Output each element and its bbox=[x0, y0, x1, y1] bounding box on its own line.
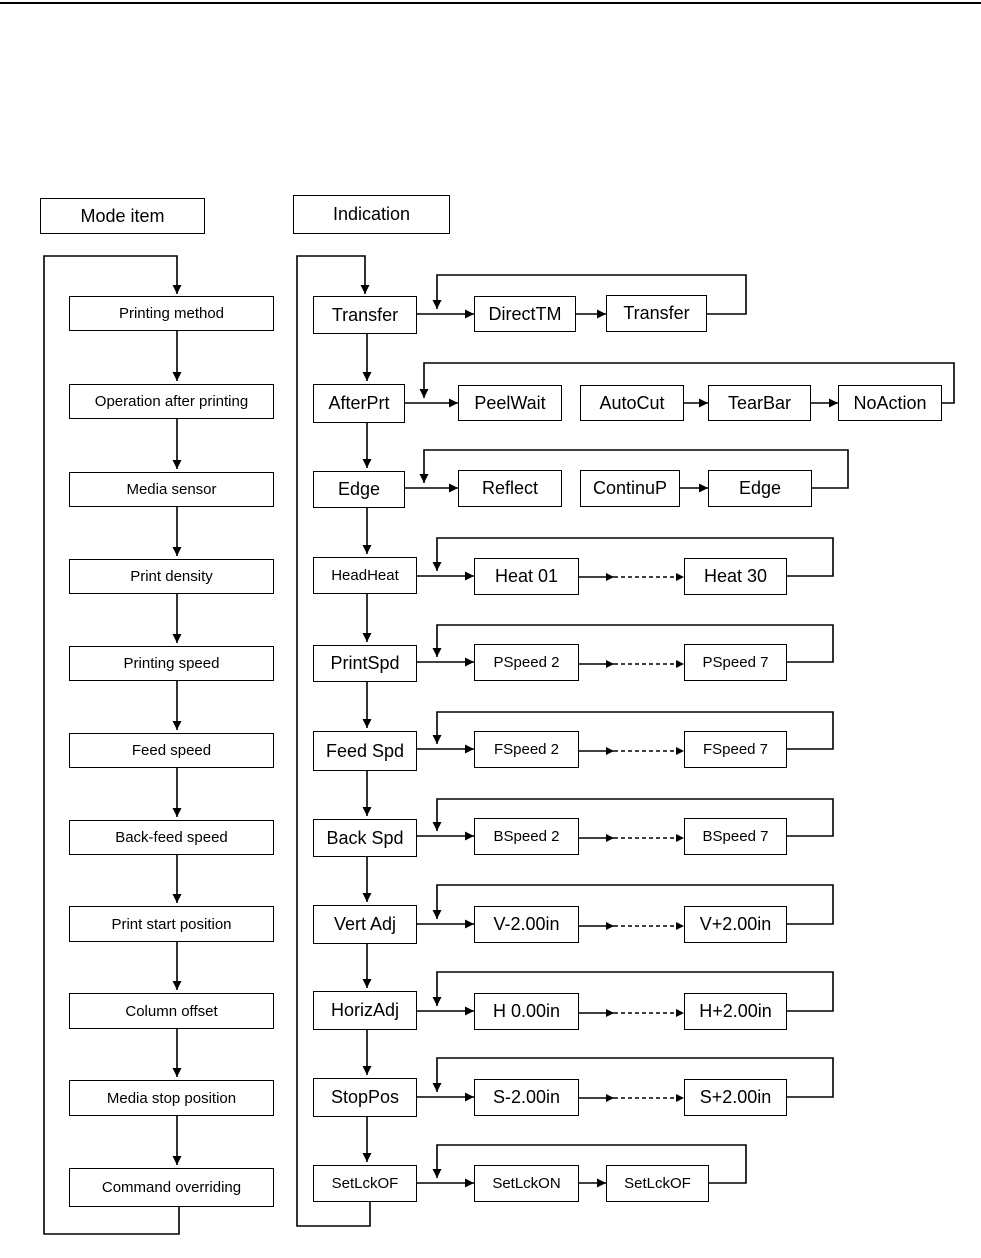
value-h-min: H 0.00in bbox=[474, 993, 579, 1030]
indication-horizadj: HorizAdj bbox=[313, 991, 417, 1030]
row-loop-line bbox=[432, 1144, 747, 1184]
value-v-max: V+2.00in bbox=[684, 906, 787, 943]
indication-feedspd: Feed Spd bbox=[313, 731, 417, 771]
mode-printing-speed: Printing speed bbox=[69, 646, 274, 681]
row-loop-line bbox=[432, 711, 834, 750]
indication-transfer: Transfer bbox=[313, 296, 417, 334]
row-loop-line bbox=[432, 798, 834, 837]
value-pspeed-max: PSpeed 7 bbox=[684, 644, 787, 681]
row-loop-line bbox=[432, 274, 747, 315]
mode-print-start-position: Print start position bbox=[69, 906, 274, 942]
row-loop-line bbox=[432, 1057, 834, 1098]
value-v-min: V-2.00in bbox=[474, 906, 579, 943]
top-rule bbox=[0, 2, 981, 4]
row-loop-line bbox=[432, 971, 834, 1012]
value-reflect: Reflect bbox=[458, 470, 562, 507]
value-fspeed-max: FSpeed 7 bbox=[684, 731, 787, 768]
value-autocut: AutoCut bbox=[580, 385, 684, 421]
mode-item-header: Mode item bbox=[40, 198, 205, 234]
value-pspeed-min: PSpeed 2 bbox=[474, 644, 579, 681]
indication-edge: Edge bbox=[313, 471, 405, 508]
indication-backspd: Back Spd bbox=[313, 819, 417, 857]
mode-loop-line bbox=[43, 255, 182, 1235]
indication-loop-line bbox=[296, 255, 371, 1227]
value-fspeed-min: FSpeed 2 bbox=[474, 731, 579, 768]
mode-column-offset: Column offset bbox=[69, 993, 274, 1029]
mode-print-density: Print density bbox=[69, 559, 274, 594]
value-continup: ContinuP bbox=[580, 470, 680, 507]
row-loop-line bbox=[419, 362, 955, 404]
value-directtm: DirectTM bbox=[474, 296, 576, 332]
mode-media-sensor: Media sensor bbox=[69, 472, 274, 507]
value-edge: Edge bbox=[708, 470, 812, 507]
indication-printspd: PrintSpd bbox=[313, 645, 417, 682]
value-heat-max: Heat 30 bbox=[684, 558, 787, 595]
indication-stoppos: StopPos bbox=[313, 1078, 417, 1117]
indication-vertadj: Vert Adj bbox=[313, 905, 417, 944]
value-heat-min: Heat 01 bbox=[474, 558, 579, 595]
value-s-min: S-2.00in bbox=[474, 1079, 579, 1116]
value-setlckof: SetLckOF bbox=[606, 1165, 709, 1202]
indication-afterprt: AfterPrt bbox=[313, 384, 405, 423]
value-peelwait: PeelWait bbox=[458, 385, 562, 421]
mode-feed-speed: Feed speed bbox=[69, 733, 274, 768]
indication-header: Indication bbox=[293, 195, 450, 234]
row-loop-line bbox=[432, 884, 834, 925]
value-setlckon: SetLckON bbox=[474, 1165, 579, 1202]
value-s-max: S+2.00in bbox=[684, 1079, 787, 1116]
mode-command-overriding: Command overriding bbox=[69, 1168, 274, 1207]
indication-setlckof: SetLckOF bbox=[313, 1165, 417, 1202]
mode-operation-after-printing: Operation after printing bbox=[69, 384, 274, 419]
indication-headheat: HeadHeat bbox=[313, 557, 417, 594]
mode-back-feed-speed: Back-feed speed bbox=[69, 820, 274, 855]
row-loop-line bbox=[432, 537, 834, 577]
value-h-max: H+2.00in bbox=[684, 993, 787, 1030]
mode-printing-method: Printing method bbox=[69, 296, 274, 331]
value-transfer: Transfer bbox=[606, 295, 707, 332]
row-loop-line bbox=[419, 449, 849, 489]
mode-media-stop-position: Media stop position bbox=[69, 1080, 274, 1116]
value-noaction: NoAction bbox=[838, 385, 942, 421]
value-tearbar: TearBar bbox=[708, 385, 811, 421]
value-bspeed-max: BSpeed 7 bbox=[684, 818, 787, 855]
value-bspeed-min: BSpeed 2 bbox=[474, 818, 579, 855]
row-loop-line bbox=[432, 624, 834, 663]
